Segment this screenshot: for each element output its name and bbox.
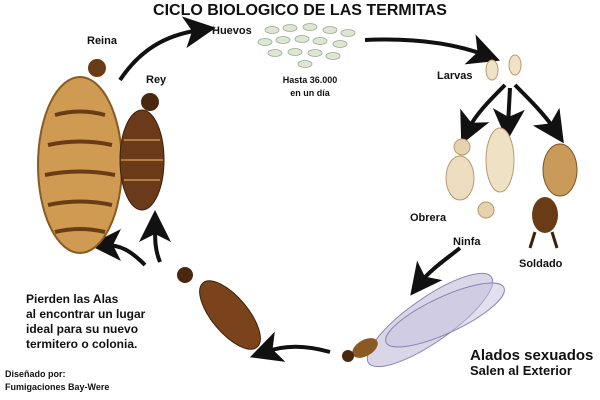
label-larvas: Larvas: [437, 70, 473, 82]
alates-label-line: Alados sexuados: [470, 347, 594, 364]
alate-image: [342, 272, 505, 368]
credit-line: Diseñado por:: [5, 369, 66, 379]
note-line: ideal para su nuevo: [26, 322, 139, 336]
worker-image: [445, 138, 475, 201]
label-rey: Rey: [146, 74, 167, 86]
arrow-dealate-to-king: [139, 210, 172, 263]
nymph-image: [477, 127, 515, 219]
larvae-image: [485, 54, 522, 81]
label-obrera: Obrera: [410, 212, 447, 224]
eggs-note-line: Hasta 36.000: [282, 75, 338, 85]
king-image: [119, 93, 165, 211]
alates-label-line: Salen al Exterior: [470, 363, 572, 378]
credit: Diseñado por: Fumigaciones Bay-Were: [5, 368, 109, 394]
note-line: termitero o colonia.: [26, 337, 138, 351]
diagram-title: CICLO BIOLOGICO DE LAS TERMITAS: [153, 2, 447, 19]
cycle-arrows: [89, 16, 564, 362]
label-soldado: Soldado: [519, 258, 563, 270]
label-reina: Reina: [87, 35, 117, 47]
arrow-queen-to-eggs: [118, 16, 216, 82]
label-ninfa: Ninfa: [453, 236, 481, 248]
eggs-note: Hasta 36.000 en un día: [280, 74, 340, 100]
credit-line: Fumigaciones Bay-Were: [5, 382, 110, 392]
note-line: Pierden las Alas: [26, 292, 119, 306]
queen-image: [37, 59, 123, 254]
arrow-eggs-to-larvae: [364, 34, 501, 65]
wing-loss-note: Pierden las Alas al encontrar un lugar i…: [26, 292, 145, 352]
arrow-larvae-to-worker: [460, 83, 507, 145]
dealate-image: [177, 267, 261, 350]
arrow-larvae-to-soldier: [513, 83, 564, 144]
note-line: al encontrar un lugar: [26, 307, 146, 321]
arrow-alate-to-dealate: [249, 331, 331, 362]
arrow-nymph-to-alate: [410, 246, 462, 296]
soldier-image: [528, 143, 578, 249]
eggs-cluster: [257, 23, 356, 68]
label-huevos: Huevos: [212, 25, 252, 37]
arrow-dealate-to-queen: [89, 229, 147, 267]
arrow-larvae-to-nymph: [492, 87, 525, 141]
alates-label: Alados sexuados Salen al Exterior: [470, 348, 593, 378]
eggs-note-line: en un día: [290, 88, 330, 98]
